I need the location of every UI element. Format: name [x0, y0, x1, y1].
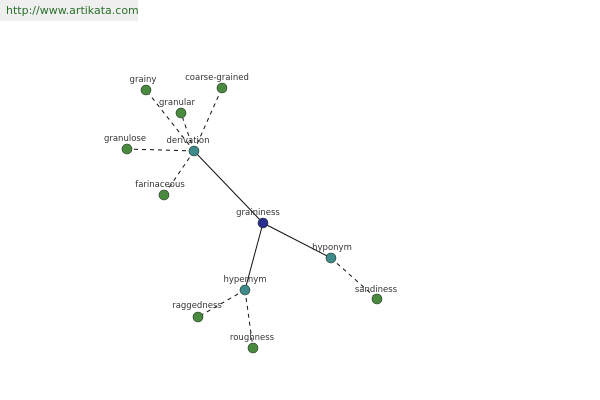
edge-graininess-hyponym — [262, 222, 332, 259]
edge-derivation-farinaceous — [163, 150, 195, 196]
node-granular[interactable] — [175, 107, 187, 119]
node-granulose[interactable] — [121, 143, 133, 155]
node-label-hypernym: hypernym — [223, 275, 266, 285]
edge-derivation-grainy — [145, 89, 195, 152]
edge-hypernym-roughness — [244, 289, 254, 349]
node-raggedness[interactable] — [192, 311, 204, 323]
edge-hypernym-raggedness — [197, 289, 246, 318]
node-label-graininess: graininess — [236, 208, 280, 218]
node-coarse-grained[interactable] — [216, 82, 228, 94]
edge-hyponym-sandiness — [330, 257, 378, 300]
node-label-raggedness: raggedness — [172, 301, 222, 311]
node-grainy[interactable] — [140, 84, 152, 96]
node-hyponym[interactable] — [325, 252, 337, 264]
labels-layer: graininess derivation hyponym hypernym grain… — [104, 73, 398, 343]
node-sandiness[interactable] — [371, 293, 383, 305]
nodes-layer — [121, 82, 383, 354]
edges-layer — [126, 87, 378, 349]
edge-derivation-granular — [180, 112, 195, 152]
node-label-derivation: derivation — [166, 136, 209, 146]
node-label-sandiness: sandiness — [355, 285, 398, 295]
node-label-farinaceous: farinaceous — [135, 180, 185, 190]
site-url-label[interactable]: http://www.artikata.com — [0, 0, 139, 21]
edge-derivation-granulose — [126, 148, 195, 152]
node-label-roughness: roughness — [230, 333, 275, 343]
node-farinaceous[interactable] — [158, 189, 170, 201]
node-label-granular: granular — [159, 98, 195, 108]
edge-graininess-hypernym — [244, 222, 264, 291]
edge-graininess-derivation — [193, 150, 264, 224]
node-label-granulose: granulose — [104, 134, 146, 144]
node-label-hyponym: hyponym — [312, 243, 352, 253]
node-derivation[interactable] — [188, 145, 200, 157]
node-hypernym[interactable] — [239, 284, 251, 296]
edge-derivation-coarse-grained — [193, 87, 223, 152]
node-roughness[interactable] — [247, 342, 259, 354]
node-label-coarse-grained: coarse-grained — [185, 73, 249, 83]
node-label-grainy: grainy — [130, 75, 157, 85]
node-graininess[interactable] — [257, 217, 269, 229]
